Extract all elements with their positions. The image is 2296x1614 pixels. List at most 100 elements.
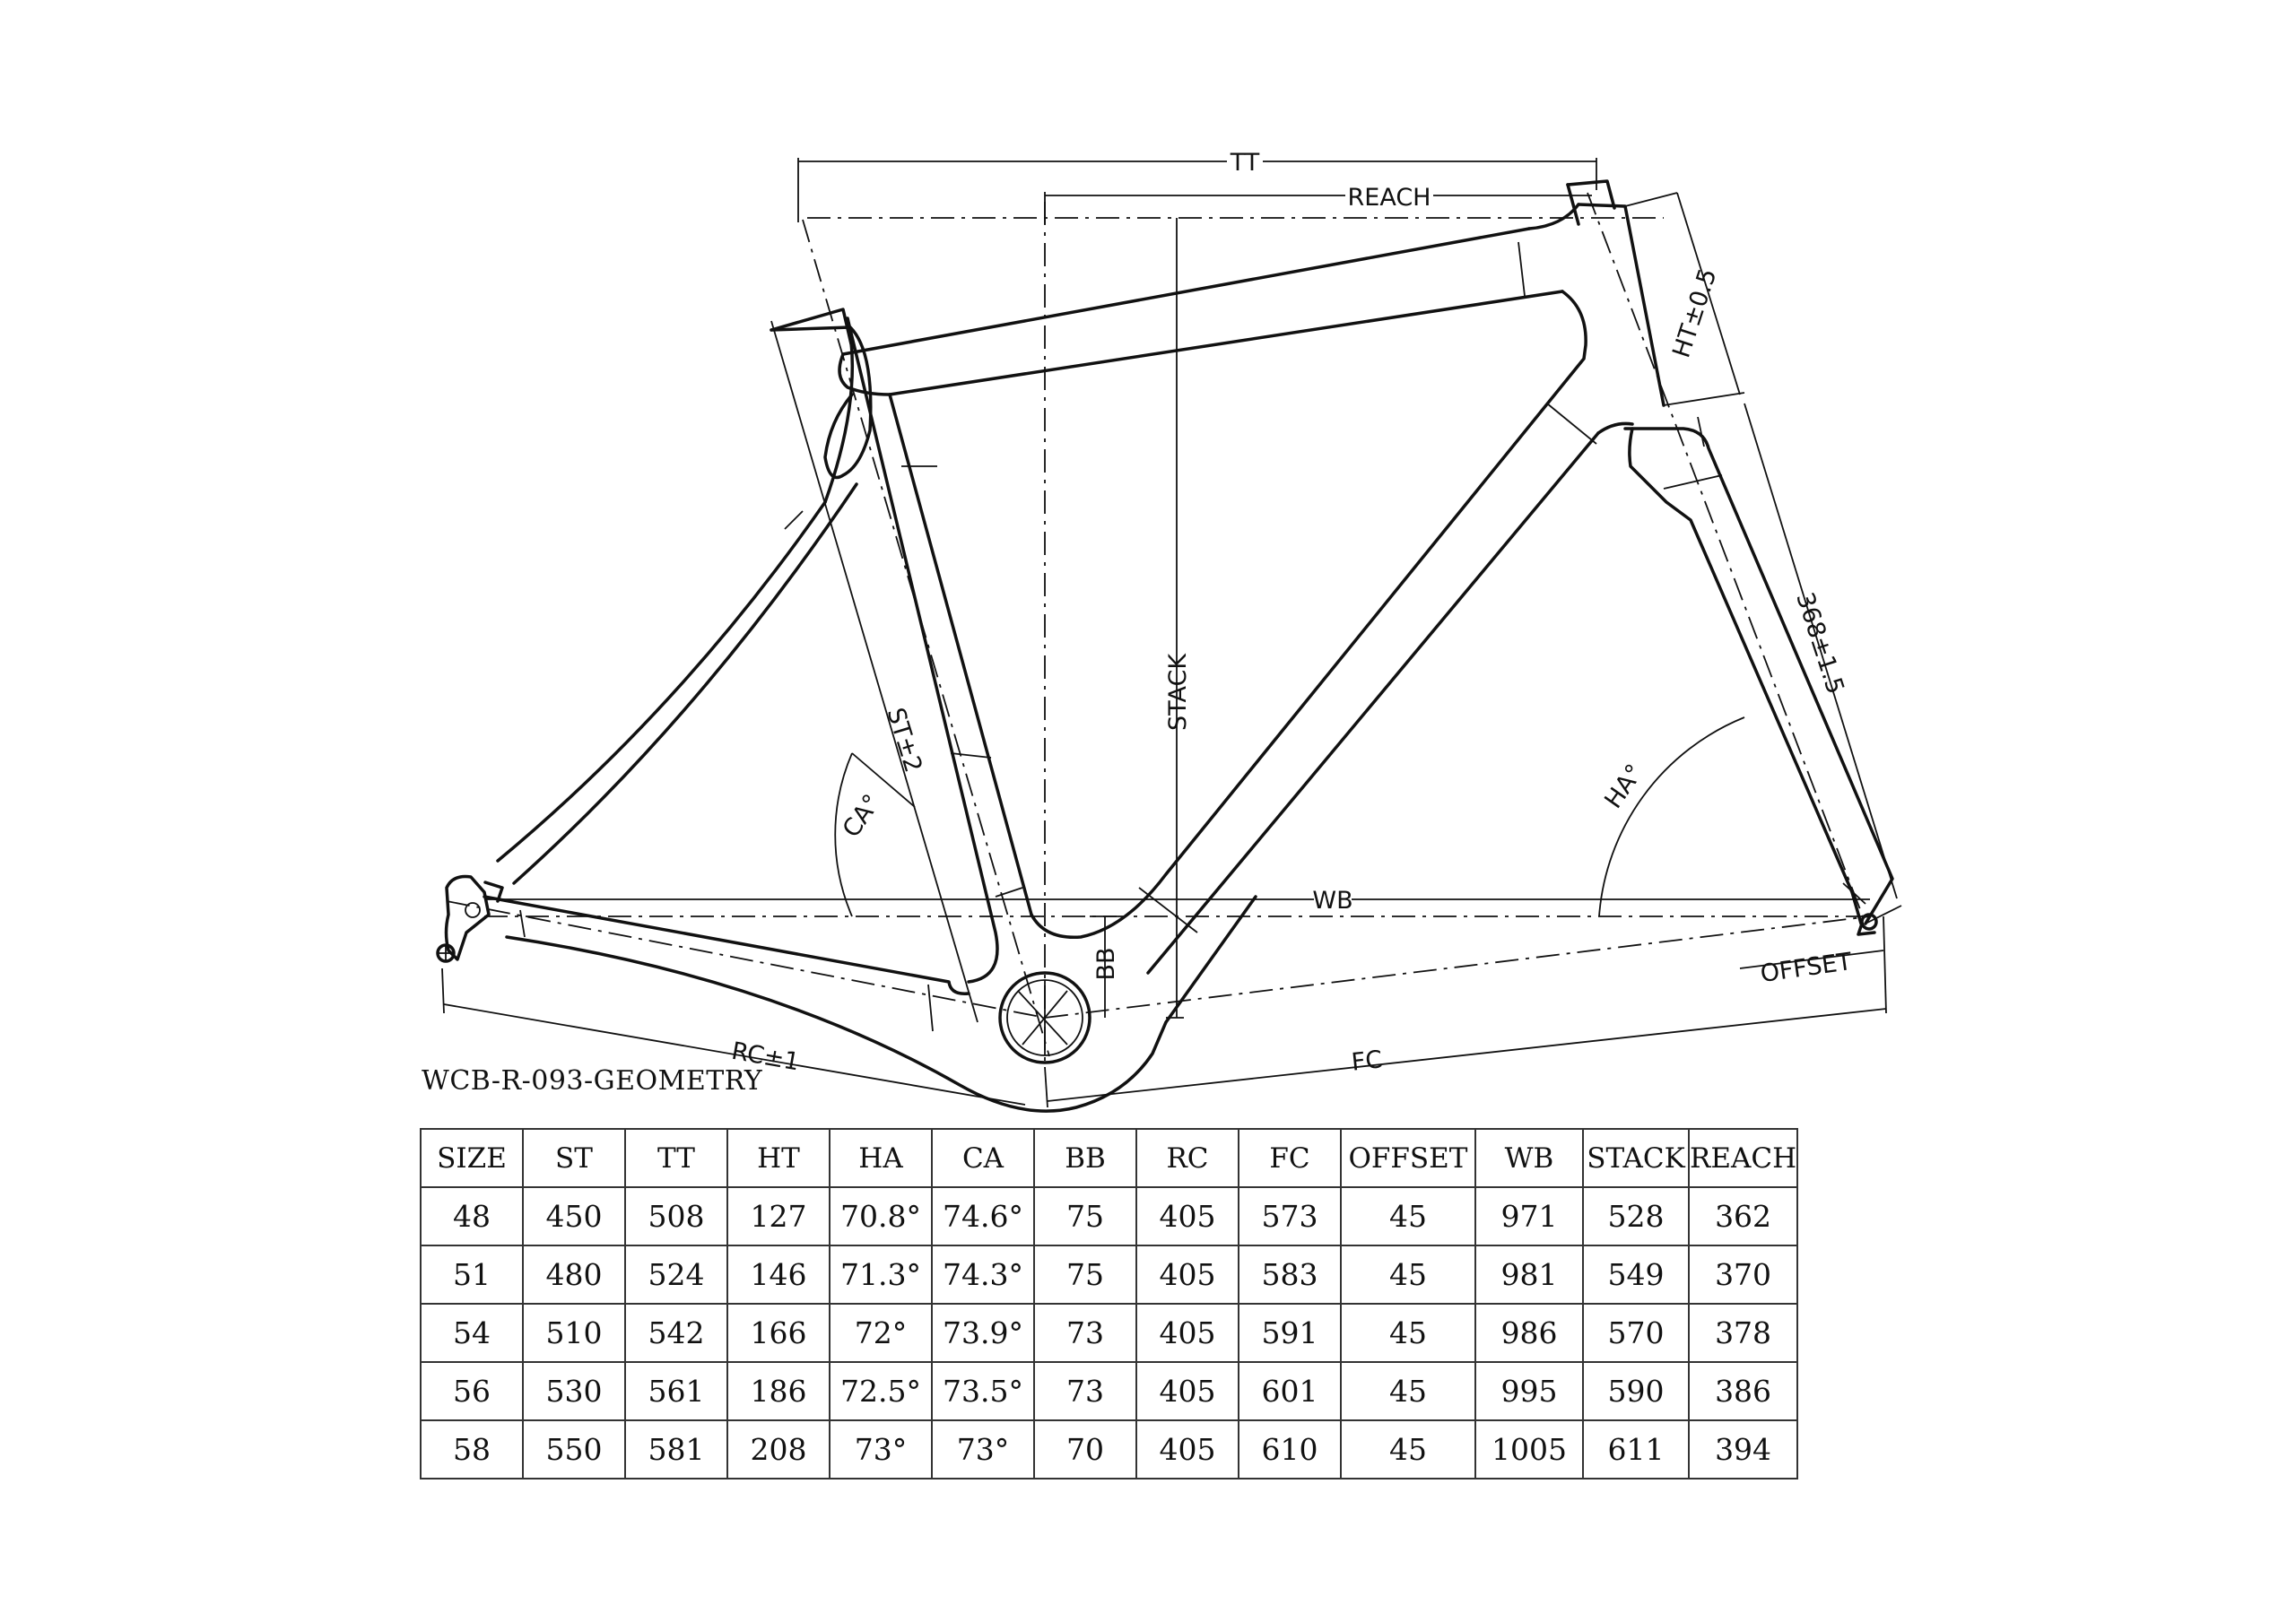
table-cell: 58 [420, 1419, 524, 1480]
ha-angle-arc [1598, 716, 1745, 917]
header-cell: HT [726, 1128, 831, 1188]
tt-label: TT [1230, 149, 1260, 177]
ca-label: CA° [838, 789, 887, 842]
header-cell: TT [624, 1128, 728, 1188]
table-cell: 530 [522, 1361, 626, 1421]
table-cell: 386 [1687, 1361, 1799, 1421]
table-cell: 510 [522, 1303, 626, 1363]
bottom-bracket [998, 971, 1091, 1064]
table-cell: 73 [1033, 1361, 1137, 1421]
table-cell: 995 [1474, 1361, 1584, 1421]
centerlines [446, 192, 1873, 1063]
table-cell: 54 [420, 1303, 524, 1363]
seat-stay [496, 482, 858, 885]
table-cell: 45 [1340, 1303, 1476, 1363]
table-cell: 362 [1687, 1186, 1799, 1246]
st-label: ST±2 [882, 705, 927, 776]
table-cell: 48 [420, 1186, 524, 1246]
table-cell: 146 [726, 1245, 831, 1305]
fc-label: FC [1350, 1046, 1383, 1076]
seat-cluster [770, 308, 873, 504]
table-cell: 583 [1238, 1245, 1342, 1305]
table-cell: 986 [1474, 1303, 1584, 1363]
header-cell: ST [522, 1128, 626, 1188]
table-cell: 72° [829, 1303, 933, 1363]
table-cell: 610 [1238, 1419, 1342, 1480]
bb-label: BB [1092, 947, 1120, 980]
ha-label: HA° [1599, 759, 1648, 814]
header-cell: HA [829, 1128, 933, 1188]
table-cell: 45 [1340, 1419, 1476, 1480]
table-row: 48 450 508 127 70.8° 74.6° 75 405 573 45… [420, 1186, 1799, 1246]
st-dimension [770, 320, 992, 1023]
table-cell: 981 [1474, 1245, 1584, 1305]
header-cell: RC [1135, 1128, 1239, 1188]
table-cell: 601 [1238, 1361, 1342, 1421]
table-cell: 45 [1340, 1245, 1476, 1305]
reach-dimension [1044, 192, 1592, 224]
table-row: 56 530 561 186 72.5° 73.5° 73 405 601 45… [420, 1361, 1799, 1421]
table-cell: 550 [522, 1419, 626, 1480]
table-cell: 71.3° [829, 1245, 933, 1305]
table-cell: 74.6° [931, 1186, 1035, 1246]
table-cell: 45 [1340, 1186, 1476, 1246]
table-cell: 508 [624, 1186, 728, 1246]
table-header-row: SIZE ST TT HT HA CA BB RC FC OFFSET WB S… [420, 1128, 1799, 1188]
table-cell: 405 [1135, 1186, 1239, 1246]
table-cell: 73.9° [931, 1303, 1035, 1363]
stack-label: STACK [1164, 653, 1192, 731]
table-cell: 1005 [1474, 1419, 1584, 1480]
header-cell: SIZE [420, 1128, 524, 1188]
tt-dimension [797, 158, 1597, 222]
header-cell: OFFSET [1340, 1128, 1476, 1188]
table-cell: 528 [1582, 1186, 1690, 1246]
header-cell: FC [1238, 1128, 1342, 1188]
table-cell: 611 [1582, 1419, 1690, 1480]
table-cell: 394 [1687, 1419, 1799, 1480]
rear-dropout [436, 874, 504, 963]
fork-length-label: 368±1.5 [1790, 589, 1849, 698]
ca-angle-arc [834, 752, 916, 917]
seat-tube [846, 317, 1033, 984]
table-row: 54 510 542 166 72° 73.9° 73 405 591 45 9… [420, 1303, 1799, 1363]
table-cell: 73° [829, 1419, 933, 1480]
top-tube [838, 203, 1580, 396]
table-cell: 56 [420, 1361, 524, 1421]
bb-dimension [1090, 915, 1117, 1018]
table-cell: 75 [1033, 1245, 1137, 1305]
header-cell: CA [931, 1128, 1035, 1188]
header-cell: BB [1033, 1128, 1137, 1188]
table-cell: 480 [522, 1245, 626, 1305]
table-cell: 73° [931, 1419, 1035, 1480]
table-cell: 542 [624, 1303, 728, 1363]
table-cell: 405 [1135, 1245, 1239, 1305]
table-cell: 45 [1340, 1361, 1476, 1421]
offset-dimension [1739, 915, 1887, 1014]
table-cell: 378 [1687, 1303, 1799, 1363]
table-cell: 405 [1135, 1419, 1239, 1480]
head-tube [1518, 179, 1665, 407]
ht-dimension [1624, 192, 1745, 406]
table-cell: 524 [624, 1245, 728, 1305]
fork-length-dimension [1744, 403, 1902, 924]
header-cell: WB [1474, 1128, 1584, 1188]
table-cell: 405 [1135, 1361, 1239, 1421]
table-cell: 75 [1033, 1186, 1137, 1246]
table-cell: 450 [522, 1186, 626, 1246]
table-cell: 405 [1135, 1303, 1239, 1363]
table-cell: 573 [1238, 1186, 1342, 1246]
table-cell: 70 [1033, 1419, 1137, 1480]
stack-dimension [1166, 218, 1184, 1019]
dimensions [441, 158, 1902, 1108]
header-cell: STACK [1582, 1128, 1690, 1188]
bike-frame [436, 179, 1665, 1113]
table-row: 51 480 524 146 71.3° 74.3° 75 405 583 45… [420, 1245, 1799, 1305]
wb-label: WB [1312, 887, 1352, 915]
table-cell: 70.8° [829, 1186, 933, 1246]
table-cell: 591 [1238, 1303, 1342, 1363]
fc-dimension [1044, 1008, 1887, 1108]
table-cell: 72.5° [829, 1361, 933, 1421]
table-cell: 208 [726, 1419, 831, 1480]
chain-stay [483, 895, 1257, 1113]
